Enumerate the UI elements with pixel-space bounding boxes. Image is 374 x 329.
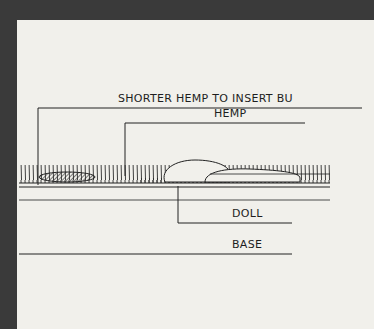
frame-left (0, 0, 17, 329)
leader-line (125, 123, 305, 176)
leader-line (38, 108, 362, 185)
doll-body (205, 169, 300, 182)
leader-line (178, 186, 292, 223)
part-label: SHORTER HEMP TO INSERT BU (118, 92, 293, 106)
part-label: HEMP (214, 107, 247, 121)
part-label: BASE (232, 238, 262, 252)
leader-line (19, 254, 292, 255)
part-label: DOLL (232, 207, 263, 221)
frame-top (0, 0, 374, 20)
short-hemp (39, 172, 95, 182)
